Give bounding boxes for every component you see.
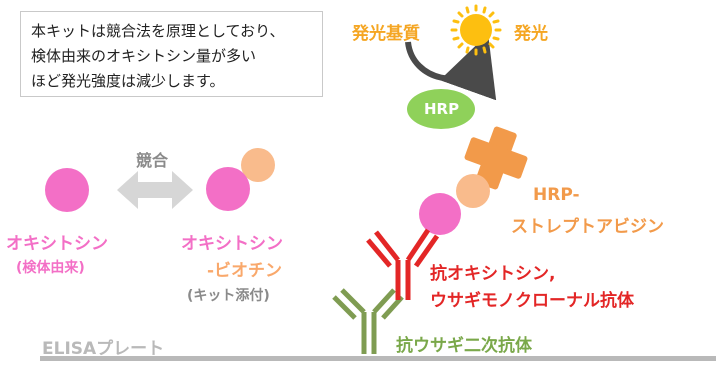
explanation-line-3: ほど発光強度は減少します。	[31, 72, 225, 90]
oxytocin-biotin-line2: -ビオチン	[207, 261, 283, 281]
secondary-antibody-label: 抗ウサギ二次抗体	[396, 336, 532, 356]
oxytocin-sample-name: オキシトシン	[6, 234, 108, 254]
plate-label: ELISAプレート	[42, 339, 165, 359]
competition-label: 競合	[136, 151, 169, 170]
primary-antibody-line2: ウサギモノクローナル抗体	[430, 291, 634, 311]
oxytocin-sample-source: (検体由来)	[16, 260, 85, 276]
oxytocin-biotin-line1: オキシトシン	[181, 234, 283, 254]
primary-antibody-line1: 抗オキシトシン,	[430, 264, 556, 284]
hrp-streptavidin-line2: ストレプトアビジン	[511, 217, 664, 237]
sun-icon	[450, 4, 502, 56]
hrp-streptavidin-line1: HRP-	[533, 185, 580, 205]
explanation-line-2: 検体由来のオキシトシン量が多い	[31, 47, 257, 65]
biotin-bound	[456, 174, 490, 208]
emission-label: 発光	[514, 24, 548, 44]
biotin-kit	[241, 148, 275, 182]
hrp-label: HRP	[424, 100, 460, 118]
explanation-box: 本キットは競合法を原理としており、 検体由来のオキシトシン量が多い ほど発光強度…	[20, 11, 323, 97]
primary-antibody-shape	[366, 228, 440, 300]
oxytocin-kit	[206, 167, 250, 211]
streptavidin-shape	[464, 126, 528, 190]
secondary-antibody-shape	[332, 288, 404, 354]
hrp-enzyme	[407, 89, 475, 129]
competition-arrow	[117, 171, 193, 209]
oxytocin-biotin-source: (キット添付)	[187, 288, 270, 304]
oxytocin-bound	[419, 193, 461, 235]
oxytocin-free	[45, 168, 89, 212]
explanation-line-1: 本キットは競合法を原理としており、	[31, 22, 285, 40]
elisa-plate-line	[40, 356, 716, 361]
reaction-arrow	[405, 33, 497, 101]
substrate-label: 発光基質	[352, 24, 420, 44]
